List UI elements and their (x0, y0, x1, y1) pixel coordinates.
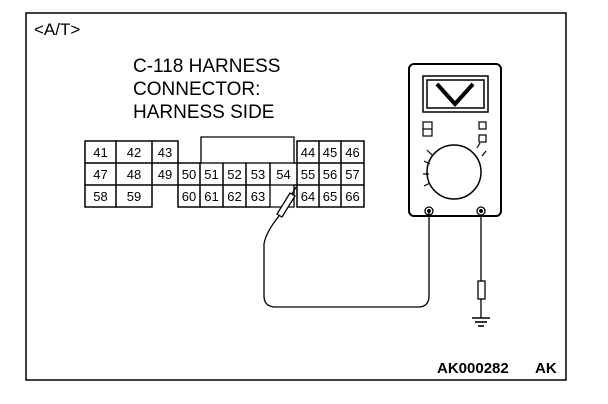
ground-probe-icon (477, 280, 486, 300)
meter-dial (426, 144, 482, 200)
figure-code: AK000282 (437, 360, 509, 377)
pin-label-46: 46 (345, 145, 359, 160)
pin-label-51: 51 (204, 167, 218, 182)
pin-label-58: 58 (93, 189, 107, 204)
pin-label-54: 54 (276, 167, 290, 182)
connector-title: C-118 HARNESS CONNECTOR: HARNESS SIDE (133, 56, 280, 123)
range-mark-4 (423, 182, 431, 187)
pin-label-47: 47 (93, 167, 107, 182)
pin-label-57: 57 (345, 167, 359, 182)
range-mark-5 (476, 142, 481, 149)
pin-label-63: 63 (251, 189, 265, 204)
probe-body-icon (276, 192, 296, 218)
diagram-border (25, 12, 567, 381)
pin-label-61: 61 (204, 189, 218, 204)
meter-jack-left-dot (427, 209, 431, 213)
pin-label-64: 64 (301, 189, 315, 204)
harness-connector (84, 136, 365, 208)
pin-label-52: 52 (227, 167, 241, 182)
pin-label-60: 60 (182, 189, 196, 204)
range-mark-2 (423, 160, 431, 165)
pin-label-50: 50 (182, 167, 196, 182)
pin-label-42: 42 (127, 145, 141, 160)
pin-label-41: 41 (93, 145, 107, 160)
meter-right-button-bottom (478, 134, 487, 143)
pin-label-44: 44 (301, 145, 315, 160)
pin-cell-66 (340, 184, 365, 208)
range-mark-6 (481, 150, 487, 157)
meter-display (422, 75, 489, 113)
pin-label-65: 65 (323, 189, 337, 204)
pin-label-59: 59 (127, 189, 141, 204)
meter-right-button-top (478, 121, 487, 130)
connector-title-line-1: C-118 HARNESS (133, 56, 280, 77)
meter-jack-right-dot (479, 209, 483, 213)
ground-lead (472, 215, 490, 327)
meter-jack-left (424, 206, 434, 216)
connector-title-line-3: HARNESS SIDE (133, 102, 274, 123)
pin-cell-59 (115, 184, 153, 208)
pin-label-55: 55 (301, 167, 315, 182)
pin-label-48: 48 (127, 167, 141, 182)
meter-body (408, 63, 502, 217)
transmission-tag: <A/T> (34, 20, 80, 39)
pin-label-53: 53 (251, 167, 265, 182)
pin-cell-63 (245, 184, 271, 208)
pin-label-43: 43 (158, 145, 172, 160)
probe-tip (291, 186, 297, 195)
pin-label-66: 66 (345, 189, 359, 204)
meter-display-inner (426, 79, 485, 109)
range-mark-1 (426, 149, 434, 157)
pin-label-45: 45 (323, 145, 337, 160)
pin-label-56: 56 (323, 167, 337, 182)
connector-title-line-2: CONNECTOR: (133, 79, 260, 100)
probe-lead-wire (263, 213, 430, 308)
multimeter (408, 63, 502, 217)
test-probe (276, 186, 297, 218)
pin-label-62: 62 (227, 189, 241, 204)
figure-code-suffix: AK (535, 360, 557, 377)
pin-labels: 41 42 43 44 45 46 47 48 49 50 51 52 53 5… (93, 145, 359, 204)
voltmeter-symbol-icon (435, 82, 475, 107)
pin-label-49: 49 (158, 167, 172, 182)
